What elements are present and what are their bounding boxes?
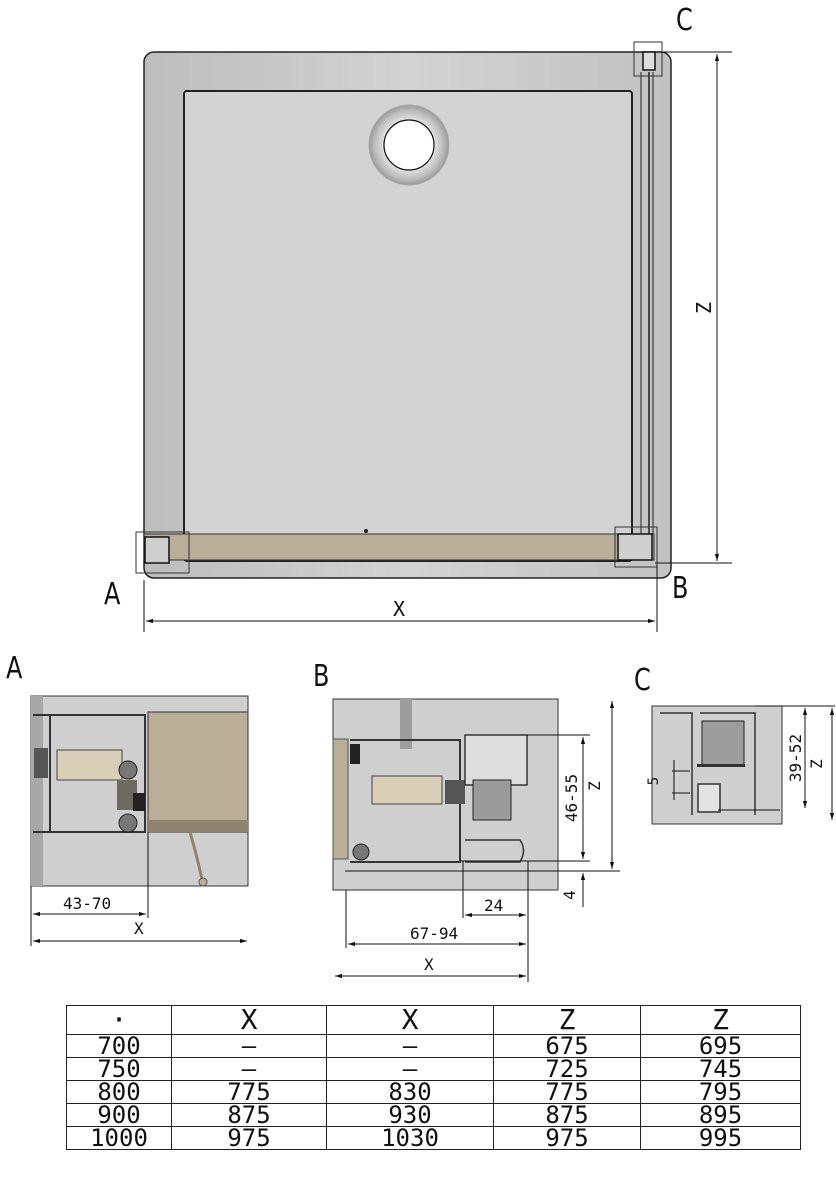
detail-c-title: C <box>634 663 651 698</box>
table-row: 700 – – 675 695 <box>66 1034 801 1058</box>
table-cell: 695 <box>640 1034 801 1058</box>
dimension-b-height: Z <box>584 781 604 791</box>
table-cell: 975 <box>493 1126 641 1150</box>
table-cell: 895 <box>640 1103 801 1127</box>
table-header: · <box>66 1005 172 1035</box>
tray-drawing <box>135 41 732 632</box>
table-row: 750 – – 725 745 <box>66 1057 801 1081</box>
table-cell: 745 <box>640 1057 801 1081</box>
table-header: Z <box>640 1005 801 1035</box>
table-header-row: · X X Z Z <box>66 1005 801 1035</box>
detail-a-title: A <box>6 651 23 686</box>
dimension-x: X <box>393 597 406 621</box>
table-cell: 830 <box>326 1080 494 1104</box>
table-cell: – <box>171 1034 327 1058</box>
dimension-b-total: X <box>424 955 434 974</box>
table-header: Z <box>493 1005 641 1035</box>
table-cell: 675 <box>493 1034 641 1058</box>
dimension-b-profile-width: 24 <box>484 896 504 915</box>
dimensions-table: · X X Z Z 700 – – 675 695 750 – – 725 74… <box>66 1005 801 1150</box>
dimension-c-height: Z <box>806 759 826 769</box>
table-cell: 750 <box>66 1057 172 1081</box>
table-cell: 875 <box>493 1103 641 1127</box>
table-cell: 700 <box>66 1034 172 1058</box>
table-cell: 1000 <box>66 1126 172 1150</box>
label-corner-b: B <box>672 571 689 606</box>
table-cell: 975 <box>171 1126 327 1150</box>
dimension-a-inner: 43-70 <box>63 894 112 913</box>
dimension-c-gap: 5 <box>646 776 663 786</box>
table-cell: 795 <box>640 1080 801 1104</box>
dimension-c-height-range: 39-52 <box>786 733 806 783</box>
table-row: 1000 975 1030 975 995 <box>66 1126 801 1150</box>
table-header: X <box>171 1005 327 1035</box>
table-cell: 930 <box>326 1103 494 1127</box>
table-cell: – <box>171 1057 327 1081</box>
dimension-a-total: X <box>134 919 144 938</box>
label-corner-c: C <box>676 3 693 38</box>
table-cell: – <box>326 1034 494 1058</box>
table-cell: 775 <box>493 1080 641 1104</box>
table-cell: 995 <box>640 1126 801 1150</box>
table-header: X <box>326 1005 494 1035</box>
table-row: 800 775 830 775 795 <box>66 1080 801 1104</box>
table-cell: 775 <box>171 1080 327 1104</box>
table-row: 900 875 930 875 895 <box>66 1103 801 1127</box>
table-cell: 1030 <box>326 1126 494 1150</box>
label-corner-a: A <box>104 577 121 612</box>
dimension-z: Z <box>692 301 717 315</box>
table-cell: 900 <box>66 1103 172 1127</box>
dimension-b-height-range: 46-55 <box>562 773 582 823</box>
dimension-b-offset: 4 <box>559 890 579 900</box>
table-cell: – <box>326 1057 494 1081</box>
detail-b-title: B <box>313 659 330 694</box>
dimension-b-inner: 67-94 <box>410 924 459 943</box>
